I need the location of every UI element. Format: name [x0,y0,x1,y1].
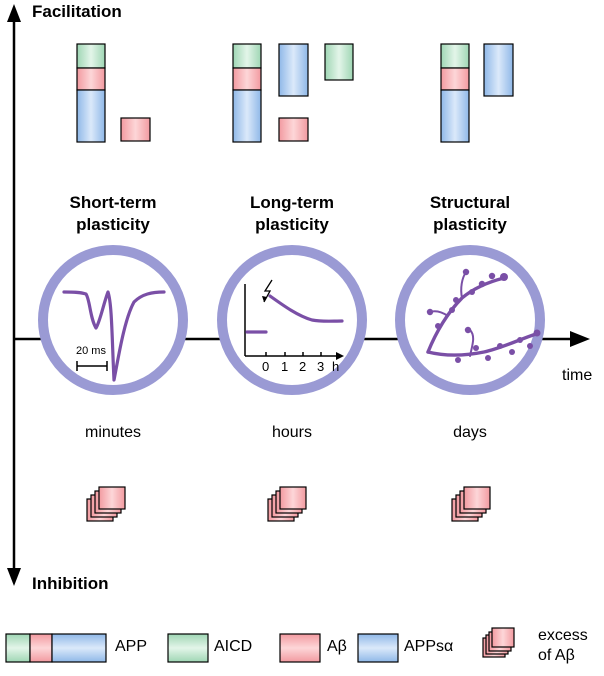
stage3-bars [440,43,514,143]
scale-bar-label: 20 ms [76,345,106,357]
legend-app-label: APP [115,638,148,655]
stage1-bars [76,43,151,143]
vertical-axis [7,4,21,586]
tick-1: 1 [281,359,289,374]
legend-app-swatch [5,633,107,663]
legend-abeta-swatch [279,633,321,663]
stage2-circle [217,245,367,395]
abeta-bar [278,117,309,142]
legend-abeta-label: Aβ [327,638,347,655]
abeta-bar [120,117,151,142]
legend-aicd-label: AICD [214,638,253,655]
legend [5,627,515,663]
lightning-icon [263,279,273,303]
scale-bar [76,361,108,371]
app-bar [76,43,106,143]
inhibition-label: Inhibition [32,574,109,593]
aicd-bar [324,43,354,81]
stage1-circle [38,245,188,395]
stage3-timescale: days [453,424,487,441]
legend-aicd-swatch [167,633,209,663]
potentiation-trace [268,294,344,323]
excess-abeta-stack [267,486,307,522]
legend-excess-swatch [482,627,515,658]
appsa-bar [483,43,514,97]
stage3-circle [395,245,545,395]
app-bar [232,43,262,143]
tick-unit: h [332,359,340,374]
stage2-bars [232,43,354,143]
tick-2: 2 [299,359,307,374]
excess-abeta-stack [86,486,126,522]
inset-axes [244,284,344,360]
up-arrow-icon [7,4,21,22]
legend-excess-label: excess of Aβ [538,627,588,664]
epsp-trace [62,290,166,382]
appsa-bar [278,43,309,97]
app-bar [440,43,470,143]
excess-abeta-stack [451,486,491,522]
time-label: time [562,367,593,384]
spines [426,268,541,363]
tick-0: 0 [262,359,270,374]
tick-3: 3 [317,359,325,374]
stage2-timescale: hours [271,424,313,441]
facilitation-label: Facilitation [32,2,122,21]
legend-appsa-label: APPsα [404,638,454,655]
legend-appsa-swatch [357,633,399,663]
down-arrow-icon [7,568,21,586]
right-arrow-icon [570,331,590,347]
stage1-timescale: minutes [84,424,142,441]
